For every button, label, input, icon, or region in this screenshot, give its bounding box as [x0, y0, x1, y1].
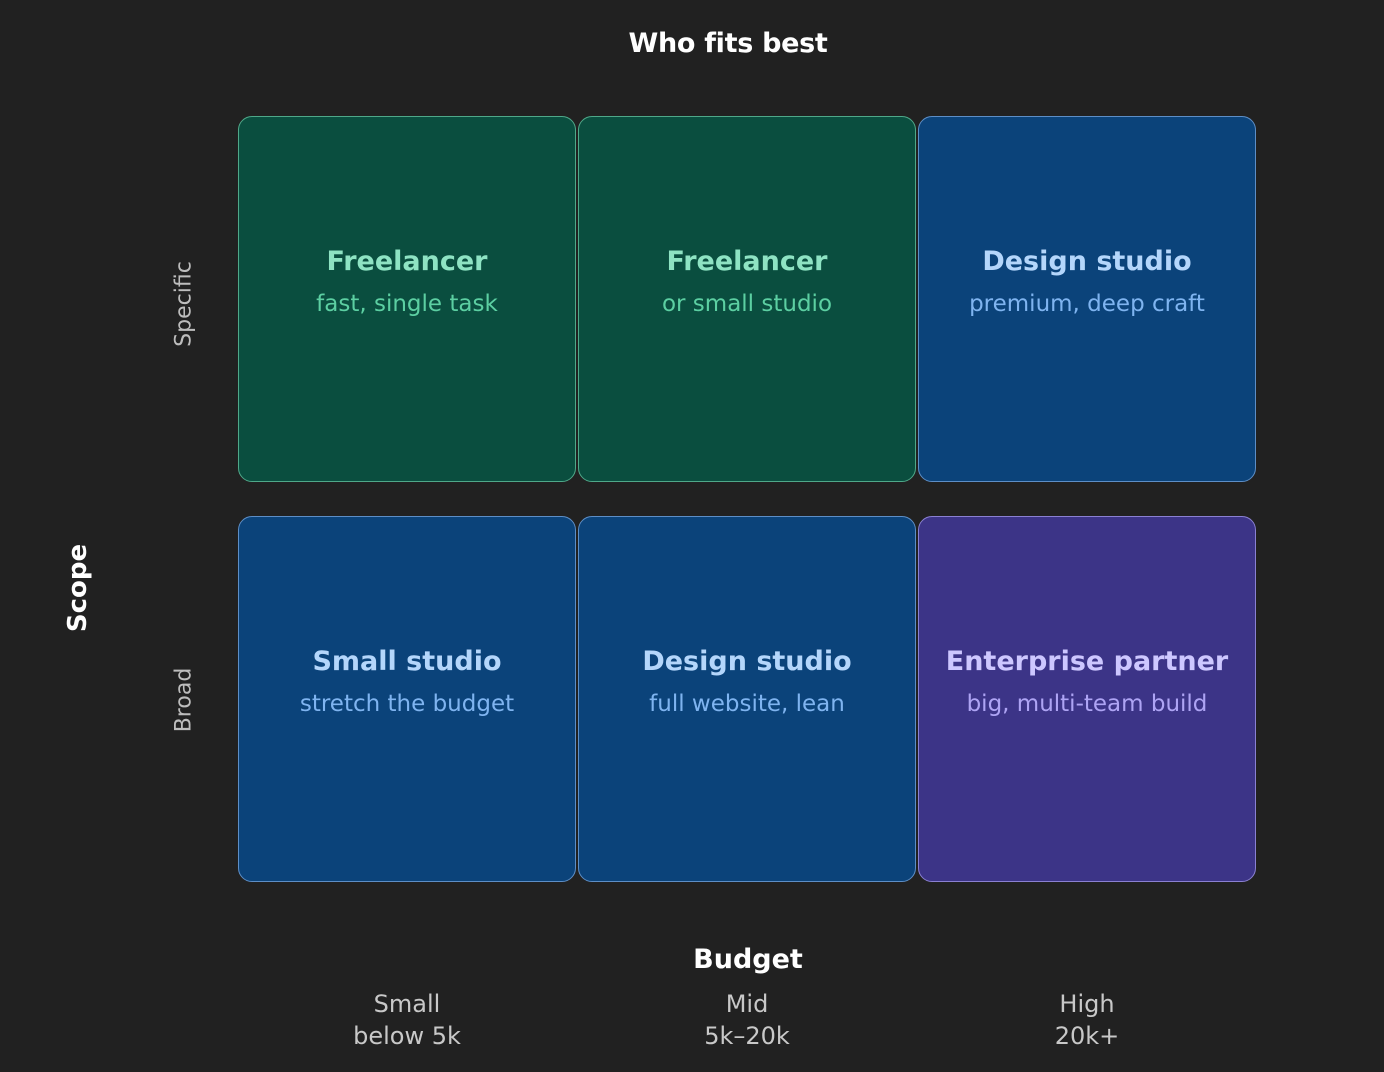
column-name: Small — [373, 990, 441, 1018]
row-label-specific: Specific — [171, 261, 197, 347]
cell-subtitle: premium, deep craft — [969, 290, 1205, 317]
column-name: Mid — [725, 990, 769, 1018]
column-range: 5k–20k — [704, 1022, 790, 1050]
cell-subtitle: or small studio — [661, 290, 833, 317]
cell-broad-small: Small studio stretch the budget — [238, 516, 576, 882]
diagram-title: Who fits best — [628, 28, 828, 59]
column-label-high: High 20k+ — [918, 988, 1256, 1052]
column-label-small: Small below 5k — [238, 988, 576, 1052]
cell-subtitle: full website, lean — [649, 690, 845, 717]
cell-title: Freelancer — [666, 245, 828, 277]
cell-title: Enterprise partner — [945, 645, 1229, 677]
cell-subtitle: stretch the budget — [299, 690, 515, 717]
cell-subtitle: fast, single task — [316, 290, 498, 317]
cell-title: Design studio — [642, 645, 852, 677]
y-axis-label: Scope — [63, 543, 93, 633]
column-range: below 5k — [353, 1022, 461, 1050]
cell-specific-high: Design studio premium, deep craft — [918, 116, 1256, 482]
column-label-mid: Mid 5k–20k — [578, 988, 916, 1052]
cell-broad-high: Enterprise partner big, multi-team build — [918, 516, 1256, 882]
cell-specific-mid: Freelancer or small studio — [578, 116, 916, 482]
cell-title: Design studio — [982, 245, 1192, 277]
column-range: 20k+ — [1054, 1022, 1120, 1050]
row-label-broad: Broad — [171, 667, 197, 733]
cell-subtitle: big, multi-team build — [966, 690, 1208, 717]
x-axis-label: Budget — [693, 944, 803, 975]
column-name: High — [1059, 990, 1115, 1018]
cell-broad-mid: Design studio full website, lean — [578, 516, 916, 882]
cell-specific-small: Freelancer fast, single task — [238, 116, 576, 482]
cell-title: Small studio — [312, 645, 502, 677]
cell-title: Freelancer — [326, 245, 488, 277]
